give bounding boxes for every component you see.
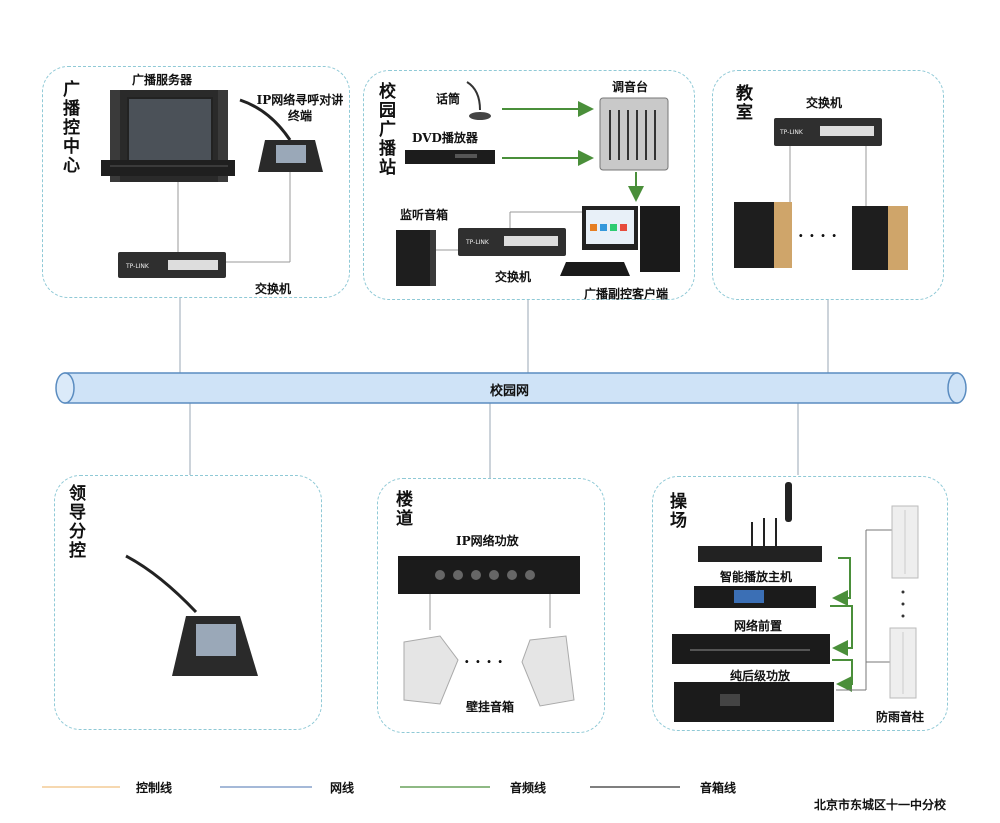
- svg-text:TP-LINK: TP-LINK: [779, 129, 804, 136]
- column-speaker-dots: [901, 590, 905, 618]
- label-monitor-speaker: 监听音箱: [400, 208, 449, 222]
- monitor-speaker-icon: [396, 230, 436, 286]
- switch-icon: TP-LINK: [118, 252, 226, 278]
- switch-icon: TP-LINK: [774, 118, 882, 146]
- network-preamp-icon: [672, 634, 830, 664]
- legend-label-audio: 音频线: [510, 781, 547, 795]
- label-switch-station: 交换机: [495, 270, 532, 284]
- power-amplifier-icon: [674, 682, 834, 722]
- svg-text:TP-LINK: TP-LINK: [125, 263, 150, 270]
- classroom-speaker-left: [734, 202, 792, 268]
- footer-school-name: 北京市东城区十一中分校: [814, 798, 947, 812]
- smart-player-icon: [694, 586, 816, 608]
- label-sub-control-client: 广播副控客户端: [584, 287, 669, 301]
- label-broadcast-server: 广播服务器: [132, 73, 193, 87]
- broadcast-server-icon: [101, 90, 235, 182]
- legend-label-network: 网线: [330, 781, 355, 795]
- campus-network-label: 校园网: [490, 384, 530, 399]
- legend-label-speaker: 音箱线: [700, 781, 737, 795]
- wireless-receiver-icon: [698, 482, 822, 562]
- label-ip-amplifier: IP网络功放: [456, 534, 519, 548]
- label-network-preamp: 网络前置: [734, 619, 783, 633]
- panel-title-classroom: 教室: [732, 84, 752, 122]
- panel-title-broadcast-station: 校园广播站: [375, 82, 395, 177]
- corridor-dots: · · · ·: [464, 652, 503, 671]
- switch-icon: TP-LINK: [458, 228, 566, 256]
- ip-amplifier-icon: [398, 556, 580, 594]
- panel-title-playground: 操场: [666, 492, 686, 530]
- label-microphone: 话筒: [436, 92, 461, 106]
- campus-network-backbone: [55, 372, 967, 404]
- label-switch-classroom: 交换机: [806, 96, 843, 110]
- mixer-icon: [599, 97, 669, 171]
- label-mixer: 调音台: [612, 80, 649, 94]
- panel-title-control-center: 广播控中心: [59, 80, 79, 175]
- microphone-icon: [466, 81, 491, 120]
- intercom-terminal-icon: [239, 98, 323, 172]
- legend-label-control: 控制线: [136, 781, 173, 795]
- classroom-dots: · · · ·: [798, 226, 837, 245]
- label-ip-intercom: IP网络寻呼对讲终端: [256, 93, 344, 123]
- label-switch-control-center: 交换机: [255, 282, 292, 296]
- classroom-speaker-right: [852, 206, 908, 270]
- column-speaker-bottom: [889, 627, 917, 699]
- dvd-player-icon: [405, 150, 495, 164]
- column-speaker-top: [891, 505, 919, 579]
- wall-speaker-left: [403, 635, 459, 705]
- label-rainproof-column-speaker: 防雨音柱: [876, 710, 925, 724]
- label-dvd-player: DVD播放器: [412, 131, 478, 145]
- label-power-amplifier: 纯后级功放: [730, 669, 791, 683]
- panel-title-leader-control: 领导分控: [65, 484, 85, 560]
- label-smart-player: 智能播放主机: [720, 570, 793, 584]
- svg-text:TP-LINK: TP-LINK: [465, 239, 490, 246]
- intercom-terminal-icon: [125, 554, 258, 676]
- wall-speaker-right: [521, 635, 575, 707]
- label-wall-speaker: 壁挂音箱: [466, 700, 515, 714]
- panel-title-corridor: 楼道: [392, 490, 412, 528]
- computer-icon: [560, 206, 680, 276]
